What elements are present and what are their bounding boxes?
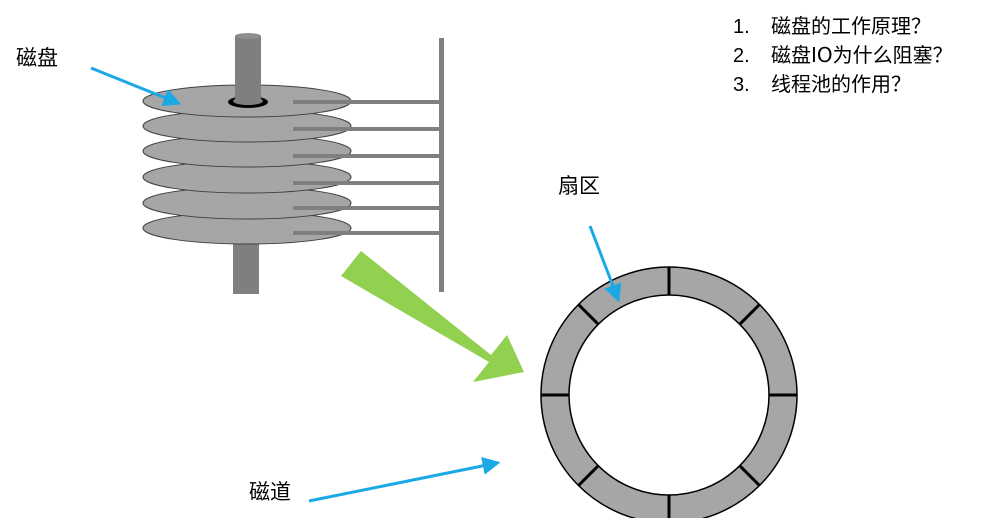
arm-bar [293,231,440,235]
arm-bar [293,100,440,104]
read-write-arm [293,38,444,292]
question-number: 1. [733,16,750,38]
question-item: 2. 磁盘IO为什么阻塞？ [733,41,953,70]
disk-callout-arrow [90,66,182,106]
platter-stack [142,84,352,245]
spindle-top [228,33,268,108]
question-number: 3. [733,74,750,96]
arm-bar [293,154,440,158]
arm-bar [293,127,440,131]
arm-bar [293,206,440,210]
track-label: 磁道 [249,480,291,504]
question-list: 1. 磁盘的工作原理？ 2. 磁盘IO为什么阻塞？ 3. 线程池的作用？ [733,12,953,99]
green-arrow-icon [341,251,524,382]
sector-label: 扇区 [558,174,600,198]
question-item: 1. 磁盘的工作原理？ [733,12,953,41]
question-text: 磁盘IO为什么阻塞？ [771,43,953,67]
track-callout-arrow [308,457,501,503]
question-number: 2. [733,45,750,67]
arm-bar [293,181,440,185]
question-text: 线程池的作用？ [771,72,911,96]
sector-dividers [541,267,797,518]
sector-callout-arrow [588,225,622,303]
track-ring-icon [540,266,798,518]
question-item: 3. 线程池的作用？ [733,70,953,99]
disk-label: 磁盘 [16,46,58,70]
question-text: 磁盘的工作原理？ [771,14,931,38]
